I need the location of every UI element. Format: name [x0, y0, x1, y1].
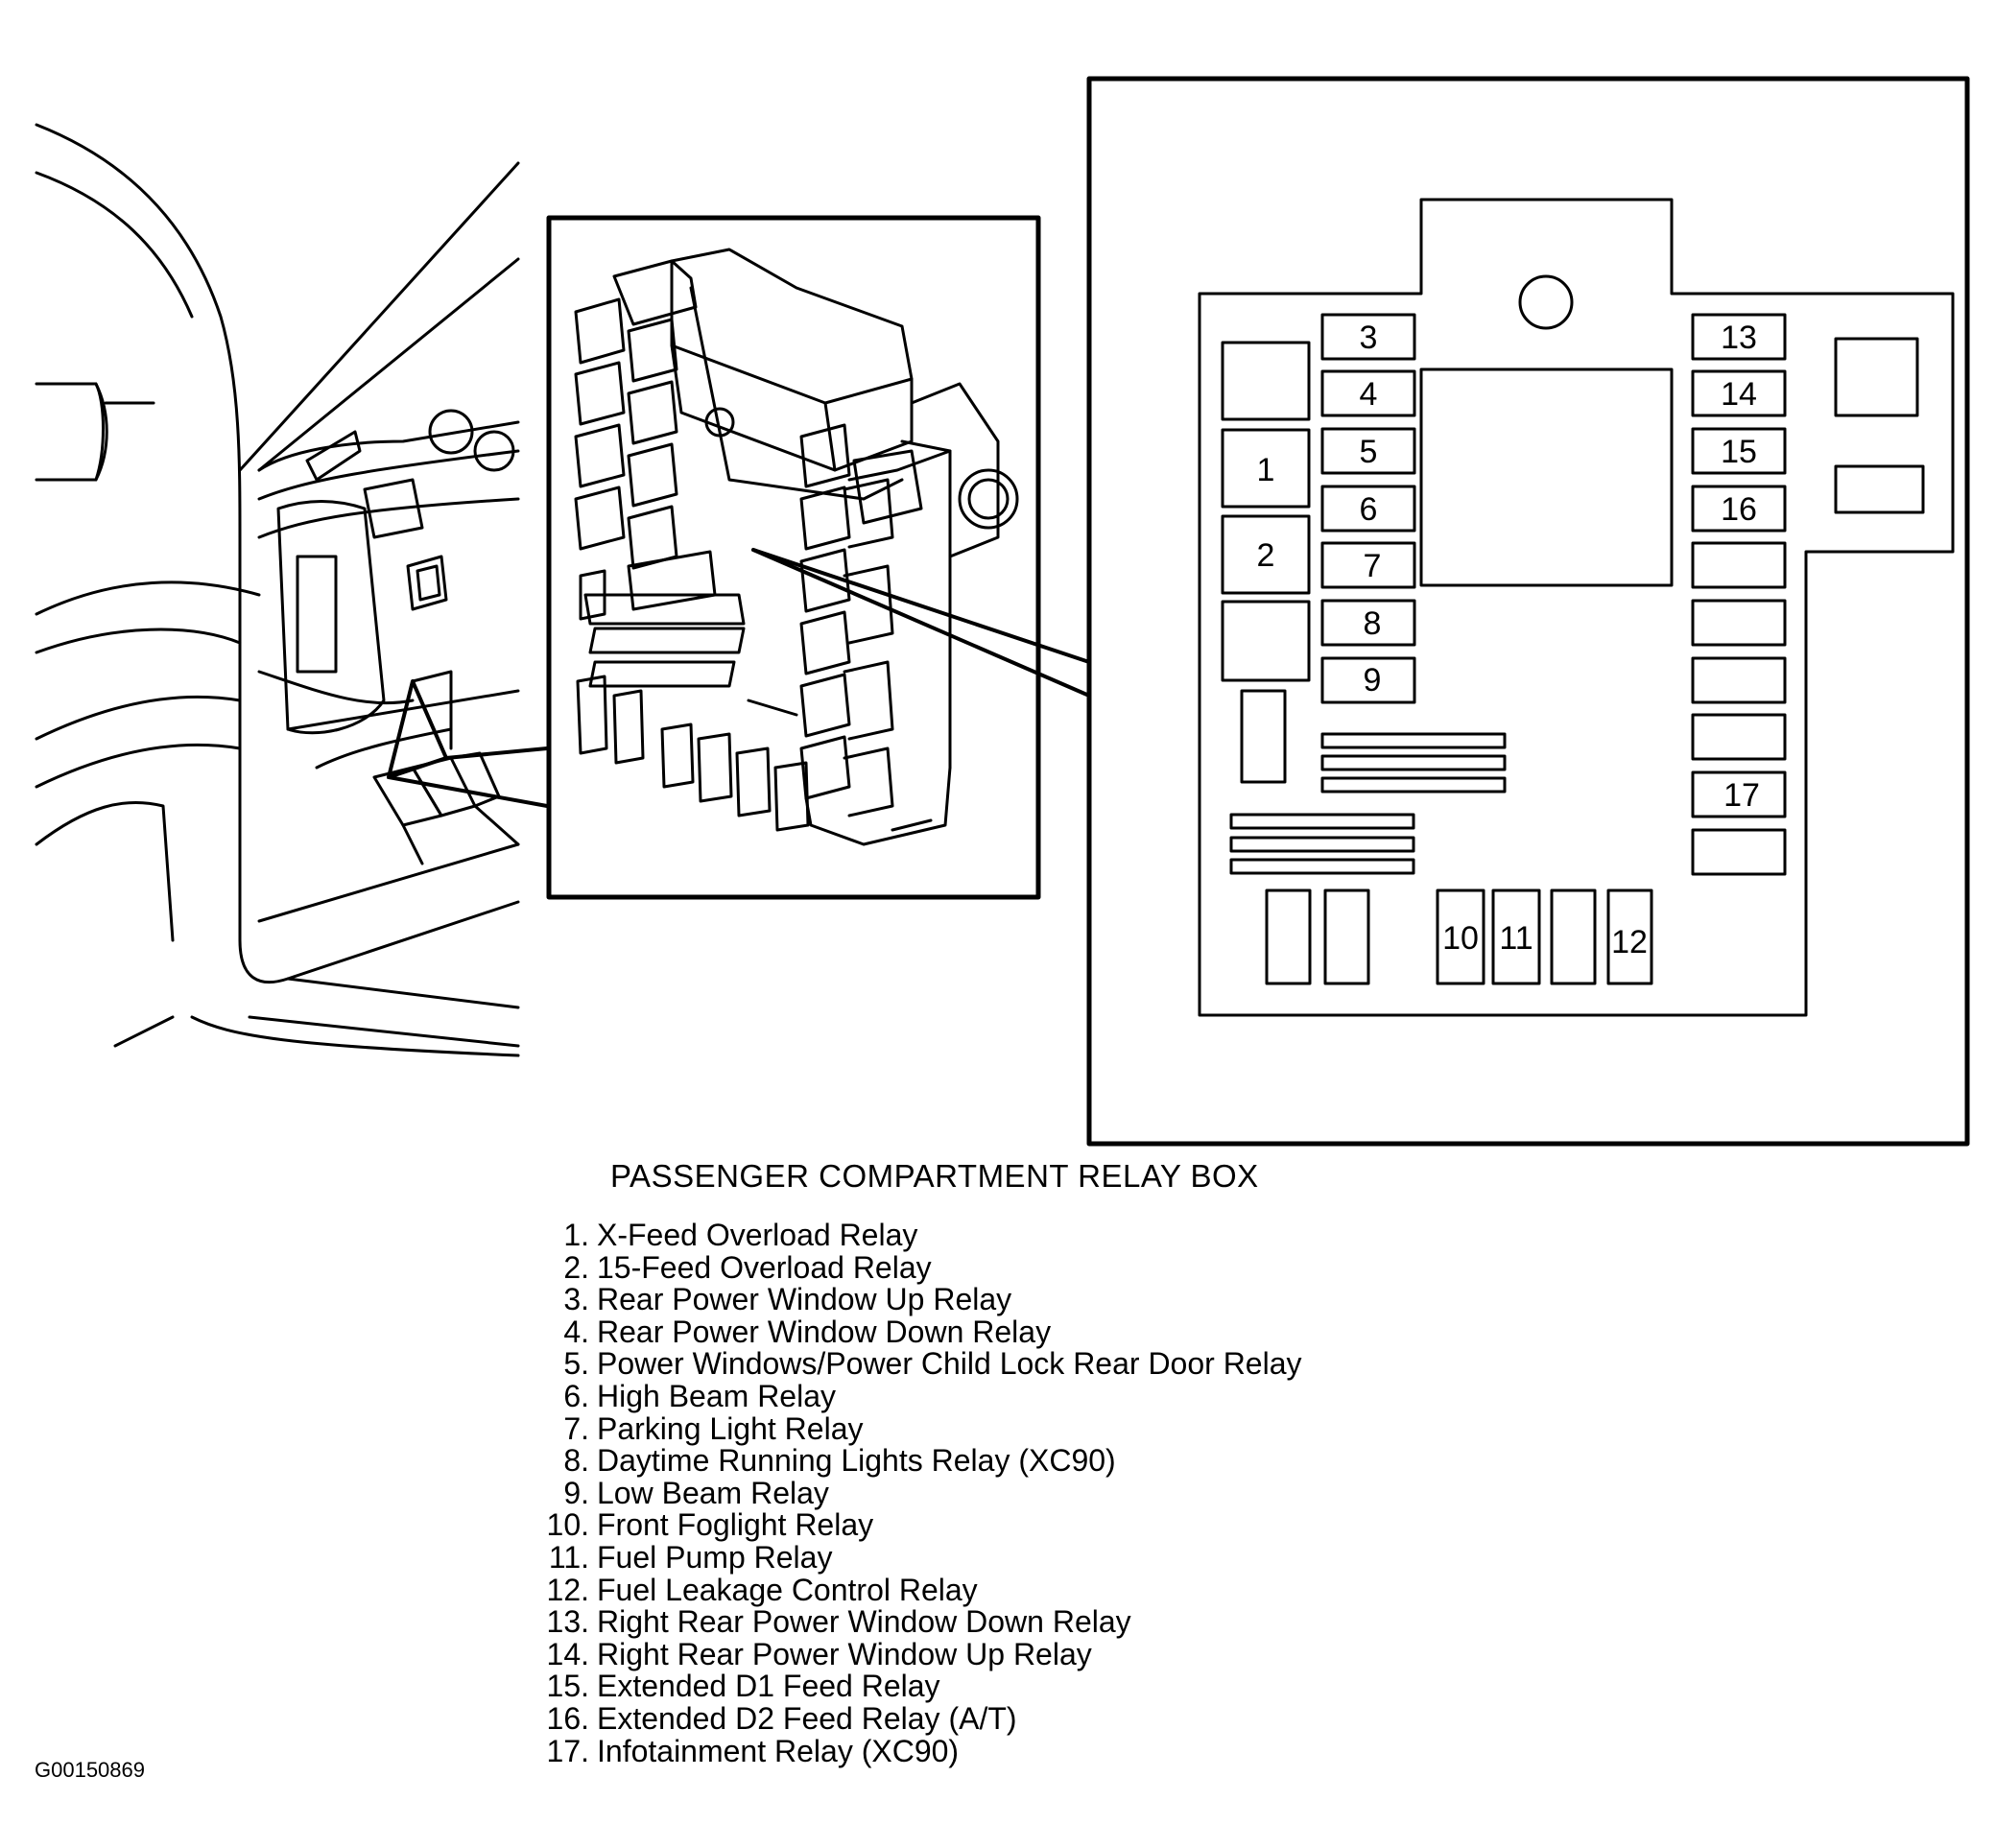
- legend-item: 15.Extended D1 Feed Relay: [534, 1670, 1302, 1703]
- legend-item: 6.High Beam Relay: [534, 1378, 1302, 1413]
- legend-text: Extended D1 Feed Relay: [597, 1669, 940, 1704]
- legend-text: High Beam Relay: [597, 1378, 836, 1413]
- figure-id: G00150869: [35, 1758, 145, 1782]
- legend-text: Parking Light Relay: [597, 1410, 864, 1446]
- relay-legend: 1.X-Feed Overload Relay 2.15-Feed Overlo…: [534, 1218, 1302, 1768]
- legend-item: 17.Infotainment Relay (XC90): [534, 1733, 1302, 1768]
- legend-text: 15-Feed Overload Relay: [597, 1249, 932, 1285]
- legend-number: 15.: [546, 1669, 589, 1704]
- relay-label: 9: [1364, 662, 1382, 699]
- legend-item: 8.Daytime Running Lights Relay (XC90): [534, 1443, 1302, 1479]
- legend-item: 10.Front Foglight Relay: [534, 1509, 1302, 1542]
- legend-number: 13.: [546, 1604, 589, 1640]
- legend-item: 2.15-Feed Overload Relay: [534, 1249, 1302, 1285]
- legend-item: 7.Parking Light Relay: [534, 1410, 1302, 1446]
- relay-label: 11: [1499, 920, 1533, 957]
- legend-text: Infotainment Relay (XC90): [597, 1733, 960, 1768]
- legend-item: 14.Right Rear Power Window Up Relay: [534, 1636, 1302, 1671]
- legend-number: 2.: [563, 1249, 589, 1285]
- legend-number: 14.: [546, 1636, 589, 1671]
- legend-text: Extended D2 Feed Relay (A/T): [597, 1700, 1017, 1736]
- legend-text: Front Foglight Relay: [597, 1507, 874, 1543]
- legend-text: Low Beam Relay: [597, 1475, 829, 1510]
- legend-number: 5.: [563, 1346, 589, 1382]
- car-interior-illustration: [35, 123, 520, 1057]
- relay-label: 4: [1360, 376, 1378, 413]
- legend-item: 1.X-Feed Overload Relay: [534, 1218, 1302, 1252]
- legend-number: 17.: [546, 1733, 589, 1768]
- callout-lines: [751, 548, 1091, 698]
- relay-label: 6: [1360, 491, 1378, 528]
- legend-number: 12.: [546, 1572, 589, 1607]
- relay-label: 10: [1442, 920, 1479, 957]
- legend-text: Right Rear Power Window Down Relay: [597, 1604, 1131, 1640]
- legend-item: 13.Right Rear Power Window Down Relay: [534, 1604, 1302, 1640]
- legend-text: Fuel Pump Relay: [597, 1539, 833, 1575]
- legend-text: Power Windows/Power Child Lock Rear Door…: [597, 1346, 1302, 1382]
- legend-item: 16.Extended D2 Feed Relay (A/T): [534, 1700, 1302, 1736]
- legend-item: 9.Low Beam Relay: [534, 1475, 1302, 1510]
- legend-item: 12.Fuel Leakage Control Relay: [534, 1572, 1302, 1607]
- legend-text: Rear Power Window Up Relay: [597, 1282, 1012, 1317]
- legend-number: 4.: [563, 1314, 589, 1349]
- relay-label: 3: [1360, 320, 1378, 356]
- legend-number: 1.: [563, 1218, 589, 1252]
- relay-label: 1: [1257, 452, 1275, 488]
- legend-number: 3.: [563, 1282, 589, 1317]
- legend-item: 4.Rear Power Window Down Relay: [534, 1314, 1302, 1349]
- relay-label: 5: [1360, 434, 1378, 470]
- legend-text: Daytime Running Lights Relay (XC90): [597, 1443, 1116, 1479]
- legend-text: Right Rear Power Window Up Relay: [597, 1636, 1092, 1671]
- legend-item: 5.Power Windows/Power Child Lock Rear Do…: [534, 1346, 1302, 1382]
- legend-text: Fuel Leakage Control Relay: [597, 1572, 978, 1607]
- relay-label: 14: [1721, 376, 1757, 413]
- relay-label: 8: [1364, 605, 1382, 642]
- locator-pointer: [387, 679, 549, 808]
- legend-number: 6.: [563, 1378, 589, 1413]
- legend-number: 7.: [563, 1410, 589, 1446]
- legend-text: X-Feed Overload Relay: [597, 1218, 918, 1252]
- relay-label: 16: [1721, 491, 1757, 528]
- relay-number-labels: 1 2 3 4 5 6 7 8 9 10 11 12 13 14 15 16 1…: [1257, 320, 1760, 960]
- legend-number: 9.: [563, 1475, 589, 1510]
- relay-label: 17: [1723, 777, 1760, 814]
- relay-label: 7: [1364, 548, 1382, 584]
- legend-item: 11.Fuel Pump Relay: [534, 1539, 1302, 1575]
- legend-item: 3.Rear Power Window Up Relay: [534, 1282, 1302, 1317]
- diagram-caption: PASSENGER COMPARTMENT RELAY BOX: [610, 1158, 1259, 1194]
- legend-text: Rear Power Window Down Relay: [597, 1314, 1052, 1349]
- relay-box-layout: [1086, 76, 1970, 1147]
- relay-label: 13: [1721, 320, 1757, 356]
- relay-label: 2: [1257, 537, 1275, 574]
- relay-label: 12: [1611, 924, 1648, 960]
- legend-number: 16.: [546, 1700, 589, 1736]
- relay-box-closeup: [546, 215, 1041, 900]
- legend-number: 10.: [546, 1507, 589, 1543]
- relay-label: 15: [1721, 434, 1757, 470]
- legend-number: 11.: [548, 1539, 589, 1575]
- legend-number: 8.: [563, 1443, 589, 1479]
